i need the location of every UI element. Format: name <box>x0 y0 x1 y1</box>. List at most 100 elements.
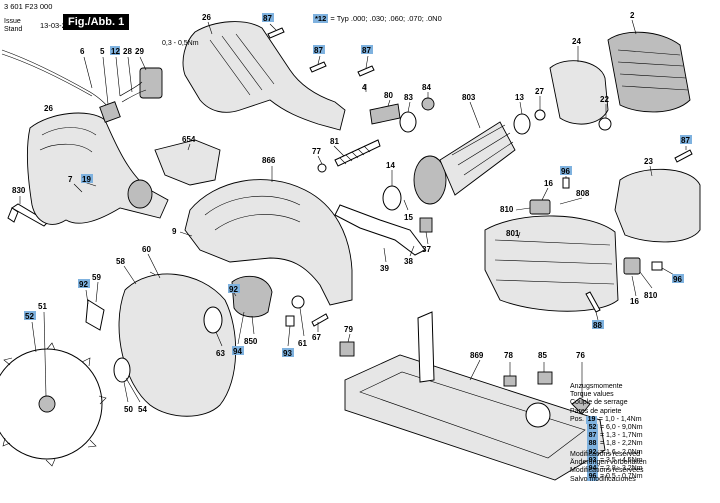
torque-note: 0,3 - 0,5Nm <box>162 40 199 47</box>
callout-87b-highlight <box>313 45 325 54</box>
part-fan <box>413 155 447 205</box>
part-12-switch <box>139 67 163 99</box>
part-654-lever <box>154 139 221 186</box>
part-13-bearing <box>513 113 531 135</box>
torque-value: = 6,0 - 9,0Nm <box>599 424 643 432</box>
leader-lines <box>19 19 687 403</box>
callout-93: 93 <box>283 349 292 358</box>
leader-50 <box>123 381 129 403</box>
callout-96b: 96 <box>673 275 682 284</box>
leader-26a <box>207 21 213 35</box>
callout-50: 50 <box>124 405 133 414</box>
callout-92a-highlight <box>78 279 90 288</box>
leader-58 <box>123 265 137 285</box>
part-84-nut <box>421 97 435 111</box>
torque-row: 87 = 1,3 - 1,7Nm <box>570 432 643 441</box>
callout-9: 9 <box>172 227 177 236</box>
torque-key: 19 <box>585 415 597 425</box>
leader-37 <box>425 231 429 245</box>
leader-60 <box>147 253 161 279</box>
part-58-lower-guard <box>118 273 237 417</box>
callout-78: 78 <box>504 351 513 360</box>
callout-13: 13 <box>515 93 524 102</box>
mod-line-es: Salvo modificaciones <box>570 475 636 483</box>
callout-87b: 87 <box>314 46 323 55</box>
torque-table: Anzugsmomente Torque values Couple de se… <box>570 383 643 482</box>
part-869-base-inner <box>359 371 586 459</box>
callout-12: 12 <box>111 47 120 56</box>
callout-77: 77 <box>312 147 321 156</box>
part-26-cover-ribs <box>209 33 275 96</box>
callout-92b-highlight <box>228 284 240 293</box>
torque-row: Pos. 19 = 1,0 - 1,4Nm <box>570 415 643 425</box>
leader-63 <box>215 331 223 347</box>
callout-28: 28 <box>123 47 132 56</box>
callout-16a: 16 <box>544 179 553 188</box>
leader-94 <box>237 311 245 345</box>
type-note: *12 = Typ .000; .030; .060; .070; .0N0 <box>313 14 442 23</box>
torque-key: 92 <box>587 448 598 457</box>
part-26-handle-button <box>127 179 153 209</box>
mod-line-de: Änderungen vorbehalten <box>570 459 647 467</box>
part-83-spring <box>399 111 417 133</box>
part-87-screw-mid <box>309 61 327 73</box>
callout-27: 27 <box>535 87 544 96</box>
part-93-screw <box>285 315 295 327</box>
callout-87a-highlight <box>262 13 274 22</box>
callout-808: 808 <box>576 189 590 198</box>
leader-2 <box>631 19 637 35</box>
part-16-brush-holder-b <box>623 257 641 275</box>
callout-866: 866 <box>262 156 276 165</box>
leader-810b <box>639 271 653 289</box>
callout-24: 24 <box>572 37 581 46</box>
torque-value: = 3,5 - 4,5Nm <box>599 456 643 464</box>
modifications-note: Modifications reserved Änderungen vorbeh… <box>570 451 647 484</box>
part-2-stator <box>607 31 691 113</box>
leader-77 <box>317 155 323 165</box>
callout-654: 654 <box>182 135 196 144</box>
part-801-housing-lines <box>494 239 615 285</box>
drawing-number: 3 601 F23 000 <box>4 2 53 11</box>
callout-7: 7 <box>68 175 73 184</box>
leader-13 <box>519 101 523 115</box>
callout-830: 830 <box>12 186 26 195</box>
callout-803: 803 <box>462 93 476 102</box>
callout-92b: 92 <box>229 285 238 294</box>
leader-869 <box>469 359 481 381</box>
callout-52: 52 <box>25 312 34 321</box>
callout-87c-highlight <box>361 45 373 54</box>
callout-39: 39 <box>380 264 389 273</box>
part-2-stator-windings <box>617 49 689 91</box>
torque-value: = 2,8 - 3,2Nm <box>599 465 643 473</box>
leader-92a <box>85 289 89 305</box>
part-803-armature <box>439 121 516 196</box>
callout-67: 67 <box>312 333 321 342</box>
torque-title-es: Pares de apriete <box>570 407 622 415</box>
leader-54 <box>125 377 141 403</box>
leader-51 <box>43 311 47 397</box>
callout-87d-highlight <box>680 135 692 144</box>
part-850-gearbox <box>231 275 273 318</box>
part-869-base-plate <box>344 354 606 481</box>
issue-label: Issue <box>4 18 21 25</box>
torque-title-en: Torque values <box>570 391 614 399</box>
part-76-wing-nut <box>571 397 591 415</box>
callout-84: 84 <box>422 83 431 92</box>
callout-38: 38 <box>404 257 413 266</box>
part-54-washer <box>113 357 131 383</box>
part-63-ring <box>203 306 223 334</box>
part-26-rear-handle <box>26 112 169 225</box>
leader-803 <box>469 101 481 129</box>
torque-value: = 1,6 - 2,0Nm <box>599 448 643 456</box>
torque-pos-label: Pos. <box>570 415 585 423</box>
part-14-bearing <box>382 185 402 211</box>
callout-87a: 87 <box>263 14 272 23</box>
leader-16a <box>541 187 549 201</box>
callout-92a: 92 <box>79 280 88 289</box>
torque-value: = 0,5 - 0,7Nm <box>599 473 643 481</box>
torque-key: 96 <box>587 473 598 482</box>
callout-88: 88 <box>593 321 602 330</box>
part-27-ring <box>534 109 546 121</box>
leader-810a <box>515 207 531 211</box>
